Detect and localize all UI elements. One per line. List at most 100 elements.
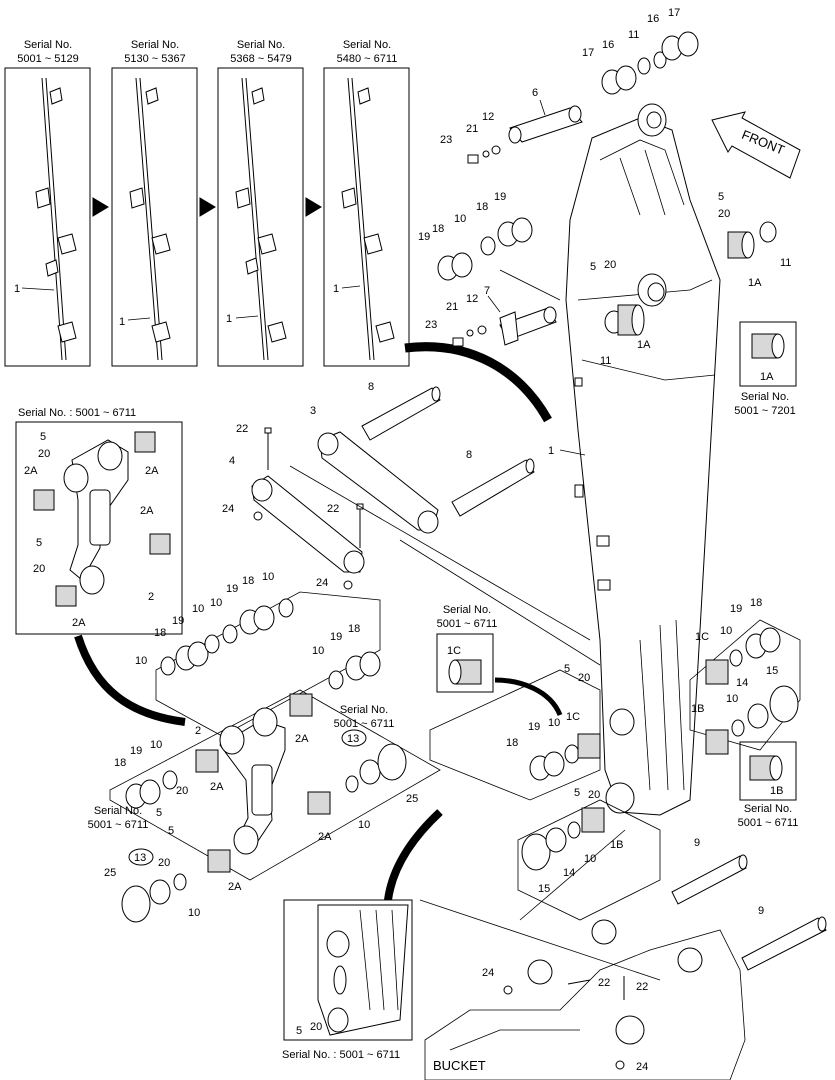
callout-21: 21 <box>446 301 458 313</box>
callout-24: 24 <box>316 577 328 589</box>
callout-5: 5 <box>156 807 162 819</box>
serial-box-3-range: 5368 ~ 5479 <box>230 53 291 65</box>
callout-18: 18 <box>348 623 360 635</box>
callout-1c: 1C <box>566 711 580 723</box>
serial-1a-range: 5001 ~ 7201 <box>734 405 795 417</box>
callout-10: 10 <box>135 655 147 667</box>
callout-10: 10 <box>150 739 162 751</box>
callout-13: 13 <box>134 852 146 864</box>
callout-5: 5 <box>564 663 570 675</box>
callout-22: 22 <box>636 981 648 993</box>
serial-box-4-title: Serial No. <box>343 39 391 51</box>
serial-box-4 <box>323 67 410 367</box>
serial-link-left: Serial No. : 5001 ~ 6711 <box>18 407 136 419</box>
serial-13-left-title: Serial No. <box>94 805 142 817</box>
callout-15: 15 <box>538 883 550 895</box>
serial-variant-boxes: Serial No. 5001 ~ 5129 Serial No. 5130 ~… <box>4 39 410 367</box>
callout-22: 22 <box>327 503 339 515</box>
callout-18: 18 <box>432 223 444 235</box>
callout-24: 24 <box>636 1061 648 1073</box>
serial-13-left-range: 5001 ~ 6711 <box>88 819 149 831</box>
serial-bottom: Serial No. : 5001 ~ 6711 <box>282 1049 400 1061</box>
callout-1c: 1C <box>447 645 461 657</box>
callout-10: 10 <box>726 693 738 705</box>
callout-5: 5 <box>590 261 596 273</box>
callout-1b: 1B <box>691 703 704 715</box>
callout-10: 10 <box>454 213 466 225</box>
serial-box-2 <box>111 67 198 367</box>
callout-2a: 2A <box>228 881 242 893</box>
bushing-1c-group: Serial No. 5001 ~ 6711 1C 18 19 10 1C 5 … <box>429 604 601 801</box>
callout-17: 17 <box>582 47 594 59</box>
callout-18: 18 <box>506 737 518 749</box>
callout-16: 16 <box>647 13 659 25</box>
arrow-right-icon <box>305 197 322 217</box>
callout-10: 10 <box>312 645 324 657</box>
callout-1: 1 <box>548 445 554 457</box>
callout-22: 22 <box>598 977 610 989</box>
callout-1c: 1C <box>695 631 709 643</box>
callout-1: 1 <box>14 283 20 295</box>
callout-18: 18 <box>154 627 166 639</box>
callout-4: 4 <box>229 455 235 467</box>
callout-22: 22 <box>236 423 248 435</box>
callout-19: 19 <box>330 631 342 643</box>
serial-1a-title: Serial No. <box>741 391 789 403</box>
serial-1b-title: Serial No. <box>744 803 792 815</box>
callout-16: 16 <box>602 39 614 51</box>
link-pins-group: 3 4 8 8 22 22 24 24 <box>222 381 601 666</box>
callout-18: 18 <box>114 757 126 769</box>
callout-25: 25 <box>406 793 418 805</box>
callout-1a: 1A <box>637 339 651 351</box>
bushing-1a-inset <box>739 321 797 387</box>
callout-19: 19 <box>494 191 506 203</box>
reference-arrow <box>404 342 552 423</box>
callout-10: 10 <box>210 597 222 609</box>
callout-10: 10 <box>358 819 370 831</box>
callout-23: 23 <box>440 134 452 146</box>
callout-8: 8 <box>466 449 472 461</box>
callout-18: 18 <box>750 597 762 609</box>
arm-body: 1 <box>548 103 721 816</box>
callout-3: 3 <box>310 405 316 417</box>
serial-box-1-range: 5001 ~ 5129 <box>17 53 78 65</box>
callout-19: 19 <box>418 231 430 243</box>
callout-20: 20 <box>578 672 590 684</box>
serial-box-2-range: 5130 ~ 5367 <box>124 53 185 65</box>
callout-19: 19 <box>730 603 742 615</box>
callout-19: 19 <box>226 583 238 595</box>
callout-2a: 2A <box>318 831 332 843</box>
callout-20: 20 <box>604 259 616 271</box>
callout-5: 5 <box>40 431 46 443</box>
callout-13: 13 <box>347 733 359 745</box>
callout-10: 10 <box>188 907 200 919</box>
callout-18: 18 <box>476 201 488 213</box>
callout-24: 24 <box>482 967 494 979</box>
callout-5: 5 <box>574 787 580 799</box>
callout-20: 20 <box>176 785 188 797</box>
link-detail-box: Serial No. : 5001 ~ 6711 5 20 2A 2A 2A 5… <box>15 407 183 635</box>
serial-1c-title: Serial No. <box>443 604 491 616</box>
bucket-label: BUCKET <box>433 1058 486 1073</box>
callout-25: 25 <box>104 867 116 879</box>
callout-8: 8 <box>368 381 374 393</box>
serial-box-3 <box>217 67 304 367</box>
callout-9: 9 <box>758 905 764 917</box>
serial-box-4-range: 5480 ~ 6711 <box>337 53 398 65</box>
callout-6: 6 <box>532 87 538 99</box>
callout-20: 20 <box>158 857 170 869</box>
callout-11: 11 <box>628 29 639 41</box>
serial-13-right-title: Serial No. <box>340 704 388 716</box>
callout-19: 19 <box>172 615 184 627</box>
serial-13-right-range: 5001 ~ 6711 <box>334 718 395 730</box>
callout-21: 21 <box>466 123 478 135</box>
bushing-1a-group: 11 1A 5 20 1A 11 5 20 1A Serial No. 5001… <box>590 191 797 417</box>
serial-box-3-title: Serial No. <box>237 39 285 51</box>
callout-23: 23 <box>425 319 437 331</box>
callout-5: 5 <box>296 1025 302 1037</box>
callout-18: 18 <box>242 575 254 587</box>
callout-2a: 2A <box>24 465 38 477</box>
reference-arrow <box>74 634 186 726</box>
callout-5: 5 <box>36 537 42 549</box>
